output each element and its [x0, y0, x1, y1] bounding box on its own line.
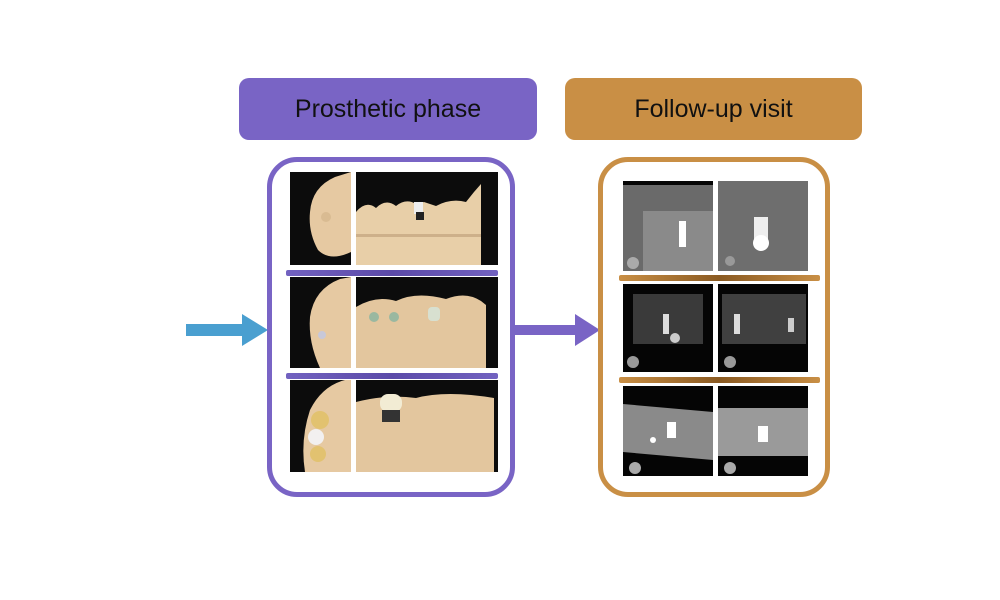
cbct-sagittal-implant-icon	[623, 386, 713, 476]
cbct-sagittal-implant-icon	[623, 181, 713, 271]
occlusal-view-model-crowns-icon	[290, 380, 351, 472]
incoming-arrow-icon	[186, 314, 268, 346]
occlusal-view-model-icon	[290, 172, 351, 265]
prosthetic-phase-header: Prosthetic phase	[239, 78, 537, 140]
lateral-view-model-impression-coping-icon	[356, 172, 498, 265]
prosthetic-phase-title: Prosthetic phase	[294, 94, 482, 123]
row-divider	[286, 270, 498, 276]
cbct-sagittal-implant-icon	[623, 284, 713, 372]
lateral-view-model-crown-abutment-icon	[356, 380, 498, 472]
cbct-coronal-implant-icon	[718, 386, 808, 476]
lateral-view-model-scan-bodies-icon	[356, 277, 498, 368]
occlusal-view-model-icon	[290, 277, 351, 368]
followup-visit-panel	[598, 157, 830, 497]
prosthetic-phase-panel	[267, 157, 515, 497]
cbct-coronal-implant-icon	[718, 284, 808, 372]
row-divider	[286, 373, 498, 379]
row-divider	[619, 377, 820, 383]
cbct-coronal-implant-icon	[718, 181, 808, 271]
followup-visit-title: Follow-up visit	[634, 94, 793, 123]
connector-arrow-icon	[515, 314, 600, 346]
row-divider	[619, 275, 820, 281]
followup-visit-header: Follow-up visit	[565, 78, 862, 140]
